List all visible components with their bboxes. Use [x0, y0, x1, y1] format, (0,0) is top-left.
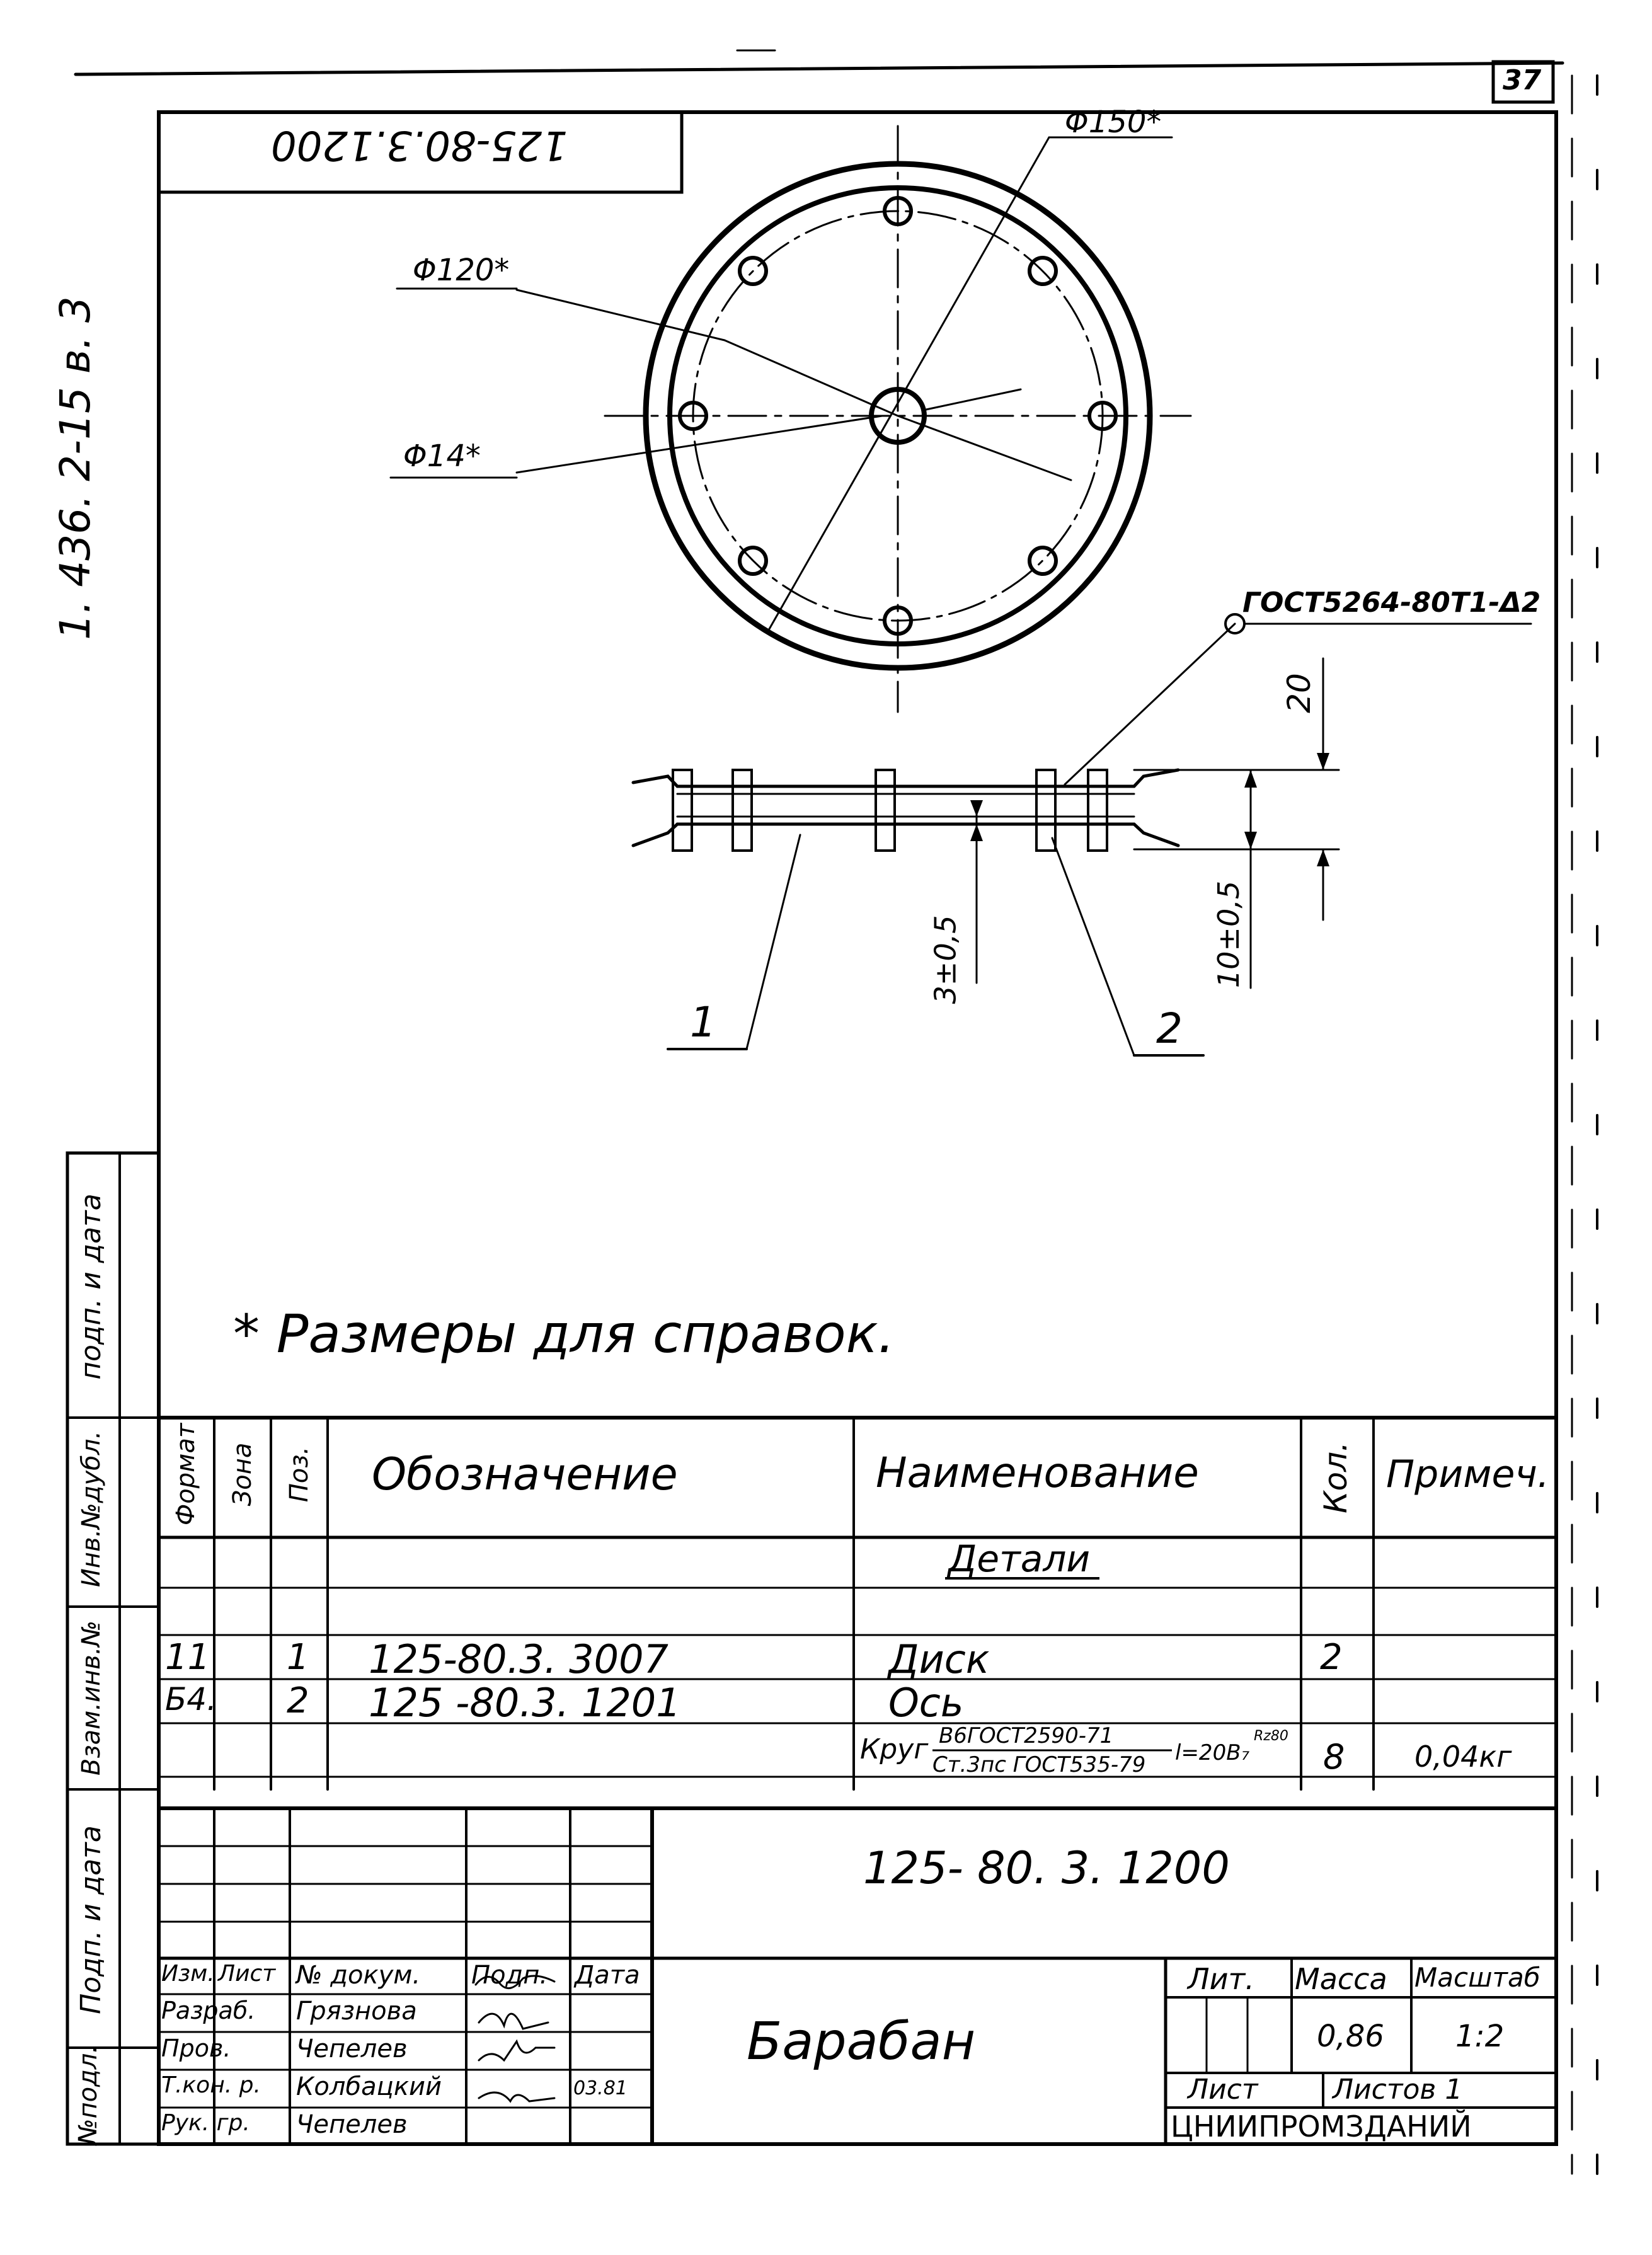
position-2-label: 2 — [1156, 1004, 1183, 1053]
side-stamp-vzam-inv: Взам.инв.№ — [77, 1620, 106, 1776]
spec-header-note: Примеч. — [1386, 1452, 1549, 1496]
tb-name-tech-control: Колбацкий — [296, 2072, 442, 2101]
spec-row-2-format: Б4. — [165, 1681, 217, 1718]
title-sheet-label: Лист — [1188, 2074, 1258, 2106]
sheet-corner-number: 37 — [1503, 64, 1542, 96]
spec-header-qty: Кол. — [1317, 1442, 1354, 1513]
title-scale-value: 1:2 — [1455, 2019, 1505, 2054]
tb-header-list: Лист — [218, 1961, 276, 1987]
dimension-d150: Φ150* — [1065, 105, 1162, 140]
spec-table-grid — [157, 1416, 1558, 1791]
spec-row-1-qty: 2 — [1320, 1637, 1343, 1678]
tb-name-group-lead: Чепелев — [296, 2110, 408, 2139]
tb-date-tech-control: 03.81 — [573, 2077, 628, 2099]
side-stamp-inv-podl: №подл. — [74, 2045, 103, 2145]
spec-material-grade: В6ГОСТ2590-71 — [939, 1723, 1114, 1748]
spec-header-format: Формат — [171, 1423, 200, 1526]
spec-row-1-name: Диск — [888, 1636, 990, 1682]
title-lit-label: Лит. — [1188, 1962, 1254, 1996]
position-1-label: 1 — [690, 998, 716, 1047]
spec-row-1-pos: 1 — [287, 1637, 309, 1678]
title-block-grid — [157, 1806, 1558, 2146]
tb-role-developer: Разраб. — [161, 1997, 256, 2024]
spec-header-name: Наименование — [876, 1449, 1199, 1497]
reference-dimensions-note: * Размеры для справок. — [233, 1303, 895, 1365]
tb-header-izm: Изм. — [161, 1961, 215, 1987]
side-stamp-sign-date-bottom: Подп. и дата — [75, 1825, 107, 2014]
spec-header-designation: Обозначение — [372, 1449, 678, 1500]
side-stamp-inv-dubl: Инв.№дубл. — [77, 1430, 106, 1588]
tb-role-tech-control: Т.кон. р. — [161, 2072, 261, 2098]
code-box — [157, 110, 684, 194]
title-mass-value: 0,86 — [1317, 2019, 1384, 2054]
side-stamp-frame — [66, 1151, 161, 2146]
spec-row-2-name: Ось — [888, 1680, 964, 1726]
drawing-frame — [157, 110, 1558, 2146]
dimension-d120: Φ120* — [413, 253, 510, 288]
dimension-d14: Φ14* — [403, 439, 481, 474]
spec-material-standard: Ст.3пс ГОСТ535-79 — [932, 1752, 1146, 1777]
sheet-number-box — [1491, 60, 1555, 104]
spec-row-2-pos: 2 — [287, 1680, 309, 1721]
spec-material-roughness: Rz80 — [1254, 1728, 1288, 1744]
tb-header-date: Дата — [575, 1961, 640, 1990]
dimension-3: 3±0,5 — [928, 915, 963, 1004]
tb-role-checker: Пров. — [161, 2034, 231, 2062]
side-stamp-sign-date-top: подп. и дата — [75, 1193, 107, 1380]
title-sheets-label: Листов 1 — [1333, 2074, 1463, 2106]
spec-material-mass: 0,04кг — [1414, 1740, 1512, 1774]
tb-role-group-lead: Рук. гр. — [161, 2110, 250, 2136]
spec-row-1-format: 11 — [165, 1637, 210, 1678]
spec-material-prefix: Круг — [860, 1733, 929, 1765]
mirrored-drawing-code: 125-80.3.1200 — [271, 122, 568, 168]
title-product-name: Барабан — [747, 2012, 976, 2072]
title-organization: ЦНИИПРОМЗДАНИЙ — [1171, 2109, 1472, 2143]
title-doc-number: 125- 80. 3. 1200 — [863, 1842, 1230, 1894]
spec-row-2-designation: 125 -80.3. 1201 — [369, 1680, 681, 1726]
spec-material-qty: 8 — [1323, 1737, 1345, 1777]
flange-top-view — [389, 125, 1192, 713]
spec-header-pos: Поз. — [285, 1446, 314, 1503]
tb-name-checker: Чепелев — [296, 2034, 408, 2063]
weld-note: ГОСТ5264-80Т1-Δ2 — [1242, 587, 1541, 619]
spec-section-parts: Детали — [948, 1537, 1091, 1580]
tb-name-developer: Грязнова — [296, 1997, 417, 2026]
flange-side-view — [631, 613, 1532, 1057]
spec-material-length: l=20В₇ — [1175, 1740, 1250, 1765]
signatures[interactable] — [474, 1975, 556, 2103]
dimension-20: 20 — [1280, 673, 1317, 713]
title-scale-label: Масштаб — [1414, 1962, 1540, 1993]
dimension-10: 10±0,5 — [1212, 880, 1246, 989]
tb-header-doc: № докум. — [296, 1961, 421, 1990]
side-series-code: 1. 436. 2-15 в. 3 — [51, 296, 100, 640]
spec-row-1-designation: 125-80.3. 3007 — [369, 1636, 668, 1682]
spec-header-zone: Зона — [228, 1442, 257, 1506]
top-edge-line — [74, 61, 1564, 76]
tb-header-sign: Подп. — [471, 1961, 548, 1990]
title-mass-label: Масса — [1295, 1962, 1387, 1996]
